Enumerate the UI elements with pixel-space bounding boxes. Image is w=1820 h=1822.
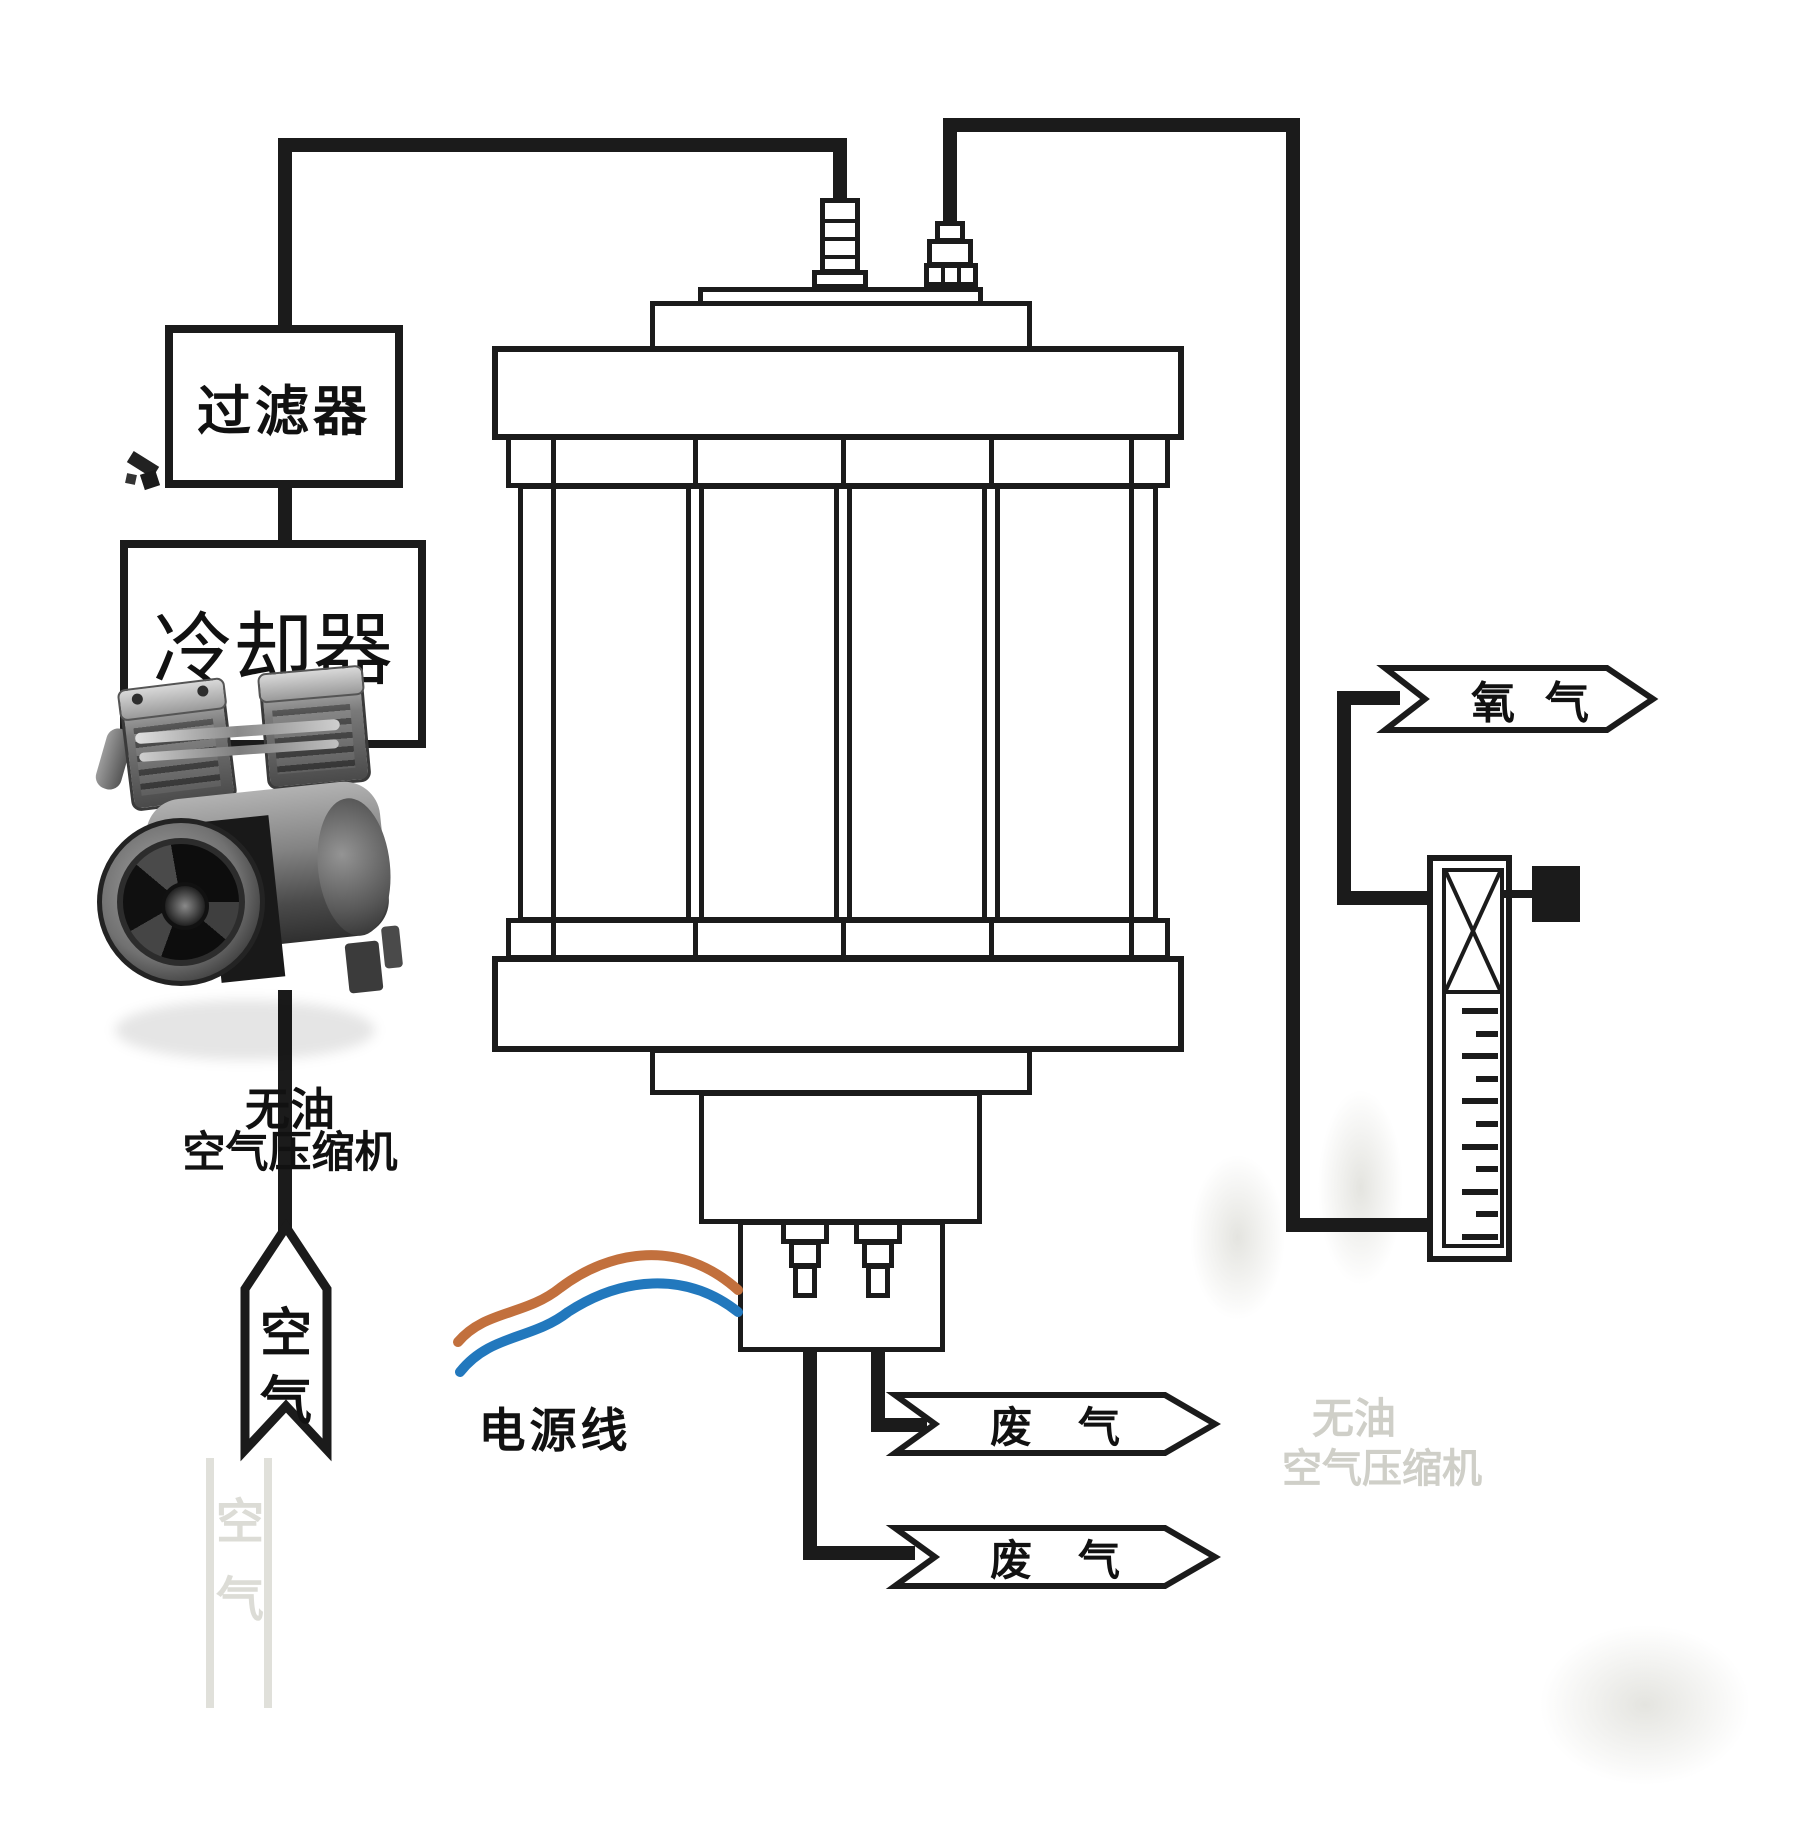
pipe-top-right-horizontal: [950, 118, 1300, 132]
ghost-blob: [1190, 1155, 1285, 1320]
column-line: [995, 489, 1000, 917]
column-row-divider: [693, 923, 698, 955]
column-line: [1129, 489, 1134, 917]
waste-arrow-bottom-shape: [885, 1525, 1221, 1589]
flowmeter-tick: [1476, 1211, 1498, 1218]
air-banner-char2: 气: [259, 1372, 312, 1431]
pipe-compressor-air: [278, 990, 292, 1235]
compressor-foot: [380, 925, 404, 969]
pipe-flowmeter-inlet: [1293, 1218, 1431, 1232]
flowmeter-tick: [1476, 1120, 1498, 1127]
compressor-shadow: [115, 1000, 375, 1060]
pipe-filter-top-vertical: [278, 138, 292, 328]
pipe-waste-left-horizontal: [803, 1546, 915, 1560]
column-line: [686, 489, 691, 917]
power-wire-blue: [455, 1278, 743, 1377]
flowmeter-knob-stem: [1504, 890, 1532, 898]
pipe-waste-left-vertical: [803, 1295, 817, 1560]
compressor-label-line2: 空气压缩机: [182, 1129, 398, 1177]
top-fitting-left-base: [812, 270, 868, 289]
tower-bottom-plate: [650, 1048, 1032, 1095]
tower-bottom-box: [699, 1091, 982, 1224]
ghost-air-char: 气: [216, 1574, 265, 1627]
column-row-divider: [841, 440, 846, 483]
column-row-divider: [1129, 923, 1134, 955]
air-banner-char1: 空: [259, 1304, 312, 1363]
column-row-divider: [989, 923, 994, 955]
ghost-air-char: 空: [216, 1496, 265, 1549]
filter-label: 过滤器: [197, 382, 371, 442]
column-line: [551, 489, 556, 917]
column-line: [982, 489, 987, 917]
pipe-oxygen-bottom: [1345, 891, 1433, 905]
filter-box: [165, 325, 403, 488]
ghost-blob: [1318, 1090, 1403, 1285]
tower-column-top-row: [506, 435, 1170, 488]
flowmeter-tick: [1462, 1143, 1498, 1150]
compressor-fan-hub: [161, 882, 209, 930]
flowmeter-tick: [1476, 1166, 1498, 1173]
tower-bottom-flange: [492, 956, 1184, 1052]
column-row-divider: [693, 440, 698, 483]
waste-arrow-bottom-label: 废气: [989, 1536, 1166, 1584]
air-banner-shape: [240, 1218, 332, 1462]
oxygen-arrow-shape: [1376, 665, 1659, 733]
column-row-divider: [841, 923, 846, 955]
pipe-product-vertical: [1286, 118, 1300, 1232]
pipe-top-left-horizontal: [278, 138, 847, 152]
flowmeter-tick: [1476, 1030, 1498, 1037]
ghost-label-oilfree: 无油: [1312, 1395, 1397, 1442]
flowmeter-tick: [1462, 1233, 1498, 1240]
compressor-label-line1: 无油: [244, 1083, 335, 1135]
column-row-divider: [1129, 440, 1134, 483]
flowmeter-valve-icon: [1442, 868, 1504, 994]
column-row-divider: [989, 440, 994, 483]
ghost-blob: [1540, 1625, 1750, 1785]
column-line: [847, 489, 852, 917]
flowmeter-tick: [1462, 1098, 1498, 1105]
tower-top-flange: [492, 346, 1184, 440]
ink-artifact: [125, 451, 168, 492]
flowmeter-knob: [1532, 866, 1580, 922]
waste-arrow-top-label: 废气: [989, 1403, 1166, 1451]
oxygen-arrow-label: 氧气: [1471, 679, 1619, 728]
tower-columns: [518, 484, 1158, 922]
ghost-air-banner: [206, 1458, 272, 1708]
bottom-fitting-right-tip: [866, 1264, 890, 1298]
bottom-fitting-left-tip: [793, 1264, 817, 1298]
waste-arrow-top-shape: [885, 1392, 1221, 1456]
pipe-waste-right-horizontal: [871, 1418, 927, 1432]
power-cord-label: 电源线: [478, 1403, 632, 1457]
flowmeter-tick: [1462, 1188, 1498, 1195]
column-line: [699, 489, 704, 917]
tower-outlet-box: [738, 1220, 945, 1352]
compressor-foot: [344, 940, 384, 994]
flowmeter-scale: [1446, 1008, 1498, 1240]
pipe-filter-cooler: [278, 488, 292, 544]
power-wires: [453, 1250, 743, 1377]
top-fitting-right-base: [924, 263, 978, 287]
flowmeter-tick: [1462, 1053, 1498, 1060]
tower-column-bottom-row: [506, 918, 1170, 960]
pipe-oxygen-vertical: [1337, 691, 1351, 905]
pipe-oxygen-top: [1345, 691, 1400, 705]
column-row-divider: [551, 923, 556, 955]
column-line: [834, 489, 839, 917]
power-wire-orange: [453, 1250, 743, 1347]
air-compressor-photo: [92, 664, 404, 1085]
pipe-right-fitting-feed: [943, 118, 957, 226]
flowmeter-tick: [1462, 1008, 1498, 1014]
column-row-divider: [551, 440, 556, 483]
ghost-label-compressor: 空气压缩机: [1282, 1447, 1482, 1491]
top-fitting-left-body: [820, 198, 860, 274]
tower-top-plate-large: [650, 301, 1032, 351]
flowmeter-tick: [1476, 1075, 1498, 1082]
